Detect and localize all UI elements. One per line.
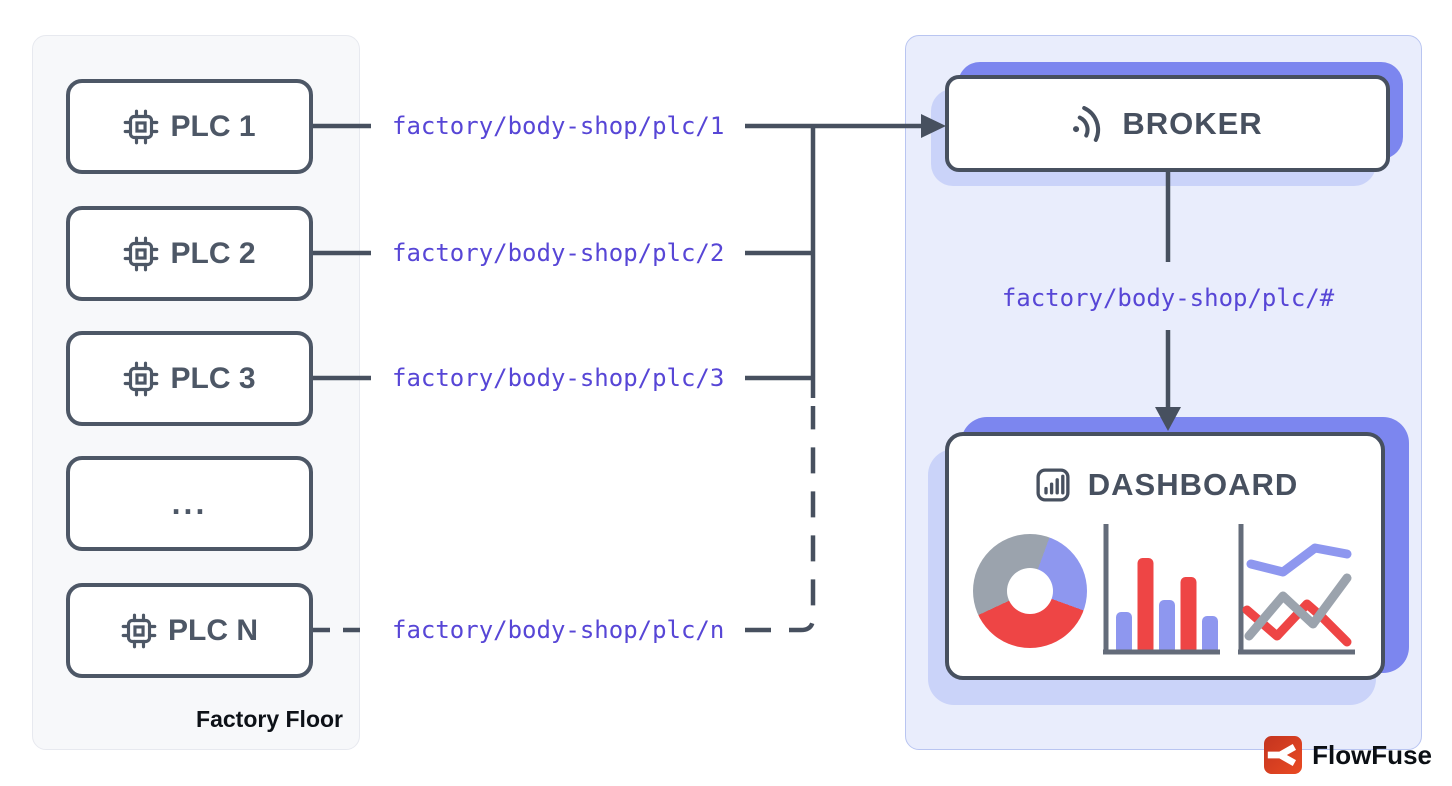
plc-node-label: PLC 2: [170, 236, 256, 270]
topic-label-plc1: factory/body-shop/plc/1: [392, 112, 725, 140]
dashboard-title: DASHBOARD: [1032, 464, 1299, 506]
flowfuse-brand-text: FlowFuse: [1312, 739, 1432, 770]
plc-node-2: PLC 2: [66, 206, 313, 301]
topic-label-plc3: factory/body-shop/plc/3: [392, 364, 725, 392]
donut-chart: [973, 534, 1087, 648]
plc-node-label: PLC N: [168, 613, 258, 647]
plc-node-ellipsis: ...: [66, 456, 313, 551]
plc-node-1: PLC 1: [66, 79, 313, 174]
topic-label-wildcard: factory/body-shop/plc/#: [1001, 284, 1335, 312]
topic-label-plc2: factory/body-shop/plc/2: [392, 239, 725, 267]
dashboard-box: DASHBOARD: [945, 432, 1385, 680]
plc-node-label: PLC 3: [170, 361, 256, 395]
flowfuse-brand: FlowFuse: [1264, 736, 1432, 774]
line-chart-axes: [1238, 524, 1355, 655]
bar-chart-axes: [1103, 524, 1220, 655]
broker-box: BROKER: [945, 75, 1390, 172]
rss-icon: [1073, 105, 1101, 142]
plc-node-n: PLC N: [66, 583, 313, 678]
bar-chart-bars: [1116, 558, 1218, 654]
factory-floor-panel: PLC 1 PLC 2 PLC 3 ... PLC N Fac: [32, 35, 360, 750]
cpu-icon: [121, 613, 157, 648]
topic-label-plcn: factory/body-shop/plc/n: [392, 616, 725, 644]
line-chart-lines: [1242, 543, 1352, 647]
bar-chart: [1103, 524, 1220, 655]
cpu-icon: [124, 361, 159, 396]
cpu-icon: [124, 109, 159, 144]
connector-bus-dashed: [745, 406, 816, 633]
cpu-icon: [124, 236, 159, 271]
factory-floor-label: Factory Floor: [196, 706, 343, 732]
plc-node-label: PLC 1: [170, 109, 256, 143]
dashboard-label: DASHBOARD: [1087, 467, 1299, 502]
line-chart: [1238, 524, 1355, 655]
bar-chart-icon: [1036, 468, 1070, 502]
broker-label: BROKER: [1122, 105, 1263, 141]
plc-node-label: ...: [171, 485, 208, 521]
flowfuse-logo-icon: [1264, 736, 1303, 774]
plc-node-3: PLC 3: [66, 331, 313, 426]
donut-hole: [1007, 568, 1053, 614]
dashboard-charts-row: [949, 522, 1381, 660]
